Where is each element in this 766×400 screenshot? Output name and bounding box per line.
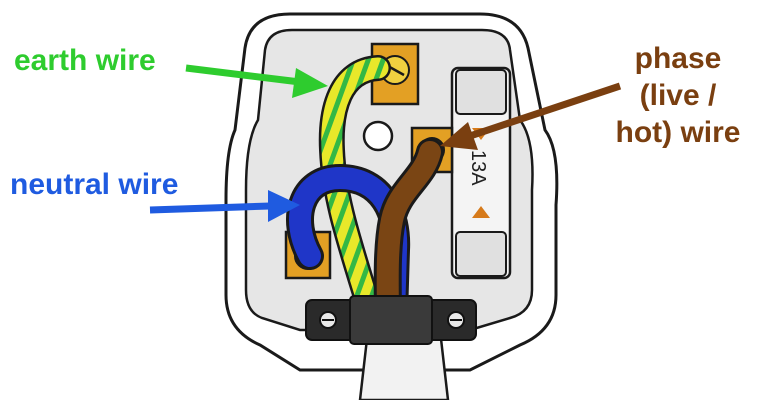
neutral-wire-label: neutral wire [10,168,179,201]
screw-icon [319,311,337,329]
earth-terminal [370,42,420,106]
phase-wire-fill [376,141,441,329]
phase-wire-label: phase (live / hot) wire [598,40,758,151]
cord-grip [305,295,477,345]
center-pin-hole [362,120,394,152]
screw-icon [447,311,465,329]
earth-arrow-icon [185,64,328,98]
fuse-arrow-bottom-icon [472,206,490,218]
neutral-arrow-icon [149,190,300,222]
earth-wire-label: earth wire [14,44,156,77]
earth-wire-fill [321,57,389,321]
phase-label-line-2: (live / [639,79,717,112]
fuse-rating: 13A [467,150,489,186]
phase-arrow-icon [440,82,622,150]
phase-label-line-3: hot) wire [615,116,741,149]
phase-label-line-1: phase [634,42,722,75]
fuse-icon: 13A [450,66,512,280]
